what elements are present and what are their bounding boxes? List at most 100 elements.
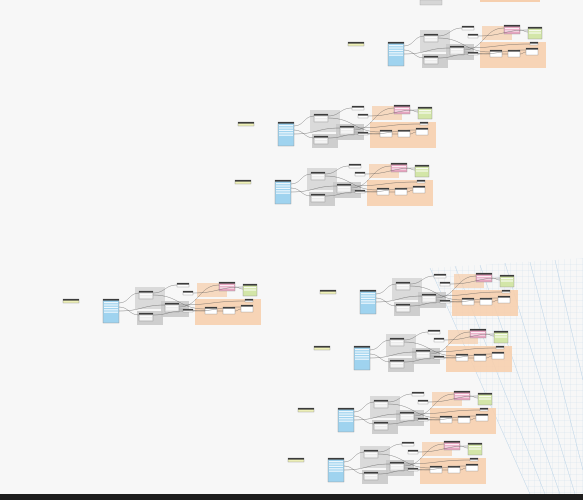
function-node[interactable] — [525, 47, 539, 56]
input-node[interactable] — [337, 407, 355, 433]
code-block-node[interactable] — [501, 289, 511, 294]
cluster-7[interactable] — [297, 390, 496, 434]
watch-node[interactable] — [527, 26, 543, 40]
function-node[interactable] — [473, 353, 487, 362]
watch-node[interactable] — [493, 330, 509, 344]
function-node[interactable] — [138, 312, 154, 322]
preview-node[interactable] — [390, 162, 408, 173]
code-block-node[interactable] — [417, 417, 429, 422]
code-block-node[interactable] — [467, 51, 479, 56]
note-node[interactable] — [237, 121, 255, 127]
function-node[interactable] — [394, 187, 408, 196]
note-node[interactable] — [62, 298, 80, 304]
code-block-node[interactable] — [182, 308, 194, 313]
preview-node[interactable] — [443, 440, 461, 451]
code-block-node[interactable] — [467, 33, 479, 39]
preview-node[interactable] — [469, 328, 487, 339]
function-node[interactable] — [389, 337, 405, 347]
function-node[interactable] — [397, 129, 411, 138]
code-block-node[interactable] — [439, 281, 451, 287]
function-node[interactable] — [507, 49, 521, 58]
input-node[interactable] — [102, 298, 120, 324]
code-block-node[interactable] — [357, 113, 369, 119]
function-node[interactable] — [491, 351, 505, 360]
note-node[interactable] — [297, 407, 315, 413]
function-node[interactable] — [457, 415, 471, 424]
code-block-node[interactable] — [244, 298, 254, 303]
function-node[interactable] — [222, 306, 236, 315]
function-node[interactable] — [313, 135, 329, 145]
watch-node[interactable] — [414, 164, 430, 178]
input-node[interactable] — [353, 345, 371, 371]
function-node[interactable] — [373, 421, 389, 431]
code-block-node[interactable] — [348, 163, 362, 169]
function-node[interactable] — [395, 281, 411, 291]
function-node[interactable] — [339, 125, 355, 136]
note-node[interactable] — [234, 179, 252, 185]
code-block-node[interactable] — [433, 273, 447, 279]
code-block-node[interactable] — [407, 467, 419, 472]
function-node[interactable] — [395, 303, 411, 313]
function-node[interactable] — [373, 399, 389, 409]
input-node[interactable] — [327, 457, 345, 483]
function-node[interactable] — [423, 55, 439, 65]
function-node[interactable] — [363, 471, 379, 481]
code-block-node[interactable] — [351, 105, 365, 111]
function-node[interactable] — [164, 302, 180, 313]
function-node[interactable] — [415, 349, 431, 360]
note-node[interactable] — [287, 457, 305, 463]
code-block-node[interactable] — [479, 407, 489, 412]
code-block-node[interactable] — [417, 399, 429, 405]
cluster-4[interactable] — [62, 281, 261, 325]
watch-node[interactable] — [417, 106, 433, 120]
code-block-node[interactable] — [433, 337, 445, 343]
preview-node[interactable] — [218, 281, 236, 292]
input-node[interactable] — [387, 41, 405, 67]
code-block-node[interactable] — [357, 131, 369, 136]
cluster-3[interactable] — [234, 162, 433, 206]
cluster-2[interactable] — [237, 104, 436, 148]
partial-node-top[interactable] — [419, 0, 540, 6]
code-block-node[interactable] — [401, 441, 415, 447]
function-node[interactable] — [336, 183, 352, 194]
preview-node[interactable] — [503, 24, 521, 35]
note-node[interactable] — [347, 41, 365, 47]
code-block-node[interactable] — [176, 282, 190, 288]
function-node[interactable] — [421, 293, 437, 304]
input-node[interactable] — [277, 121, 295, 147]
cluster-5[interactable] — [319, 272, 518, 316]
watch-node[interactable] — [499, 274, 515, 288]
cluster-6[interactable] — [313, 328, 512, 372]
code-block-node[interactable] — [495, 345, 505, 350]
function-node[interactable] — [389, 359, 405, 369]
watch-node[interactable] — [242, 283, 258, 297]
code-block-node[interactable] — [461, 25, 475, 31]
function-node[interactable] — [449, 45, 465, 56]
function-node[interactable] — [389, 461, 405, 472]
note-node[interactable] — [319, 289, 337, 295]
cluster-1[interactable] — [347, 24, 546, 68]
note-node[interactable] — [313, 345, 331, 351]
function-node[interactable] — [310, 193, 326, 203]
code-block-node[interactable] — [419, 121, 429, 126]
code-block-node[interactable] — [354, 189, 366, 194]
code-block-node[interactable] — [433, 355, 445, 360]
code-block-node[interactable] — [469, 457, 479, 462]
code-block-node[interactable] — [529, 41, 539, 46]
preview-node[interactable] — [453, 390, 471, 401]
function-node[interactable] — [399, 411, 415, 422]
code-block-node[interactable] — [439, 299, 451, 304]
input-node[interactable] — [274, 179, 292, 205]
code-block-node[interactable] — [354, 171, 366, 177]
code-block-node[interactable] — [411, 391, 425, 397]
code-block-node[interactable] — [427, 329, 441, 335]
preview-node[interactable] — [475, 272, 493, 283]
function-node[interactable] — [310, 171, 326, 181]
function-node[interactable] — [475, 413, 489, 422]
function-node[interactable] — [479, 297, 493, 306]
code-block-node[interactable] — [182, 290, 194, 296]
function-node[interactable] — [447, 465, 461, 474]
watch-node[interactable] — [467, 442, 483, 456]
code-block-node[interactable] — [416, 179, 426, 184]
